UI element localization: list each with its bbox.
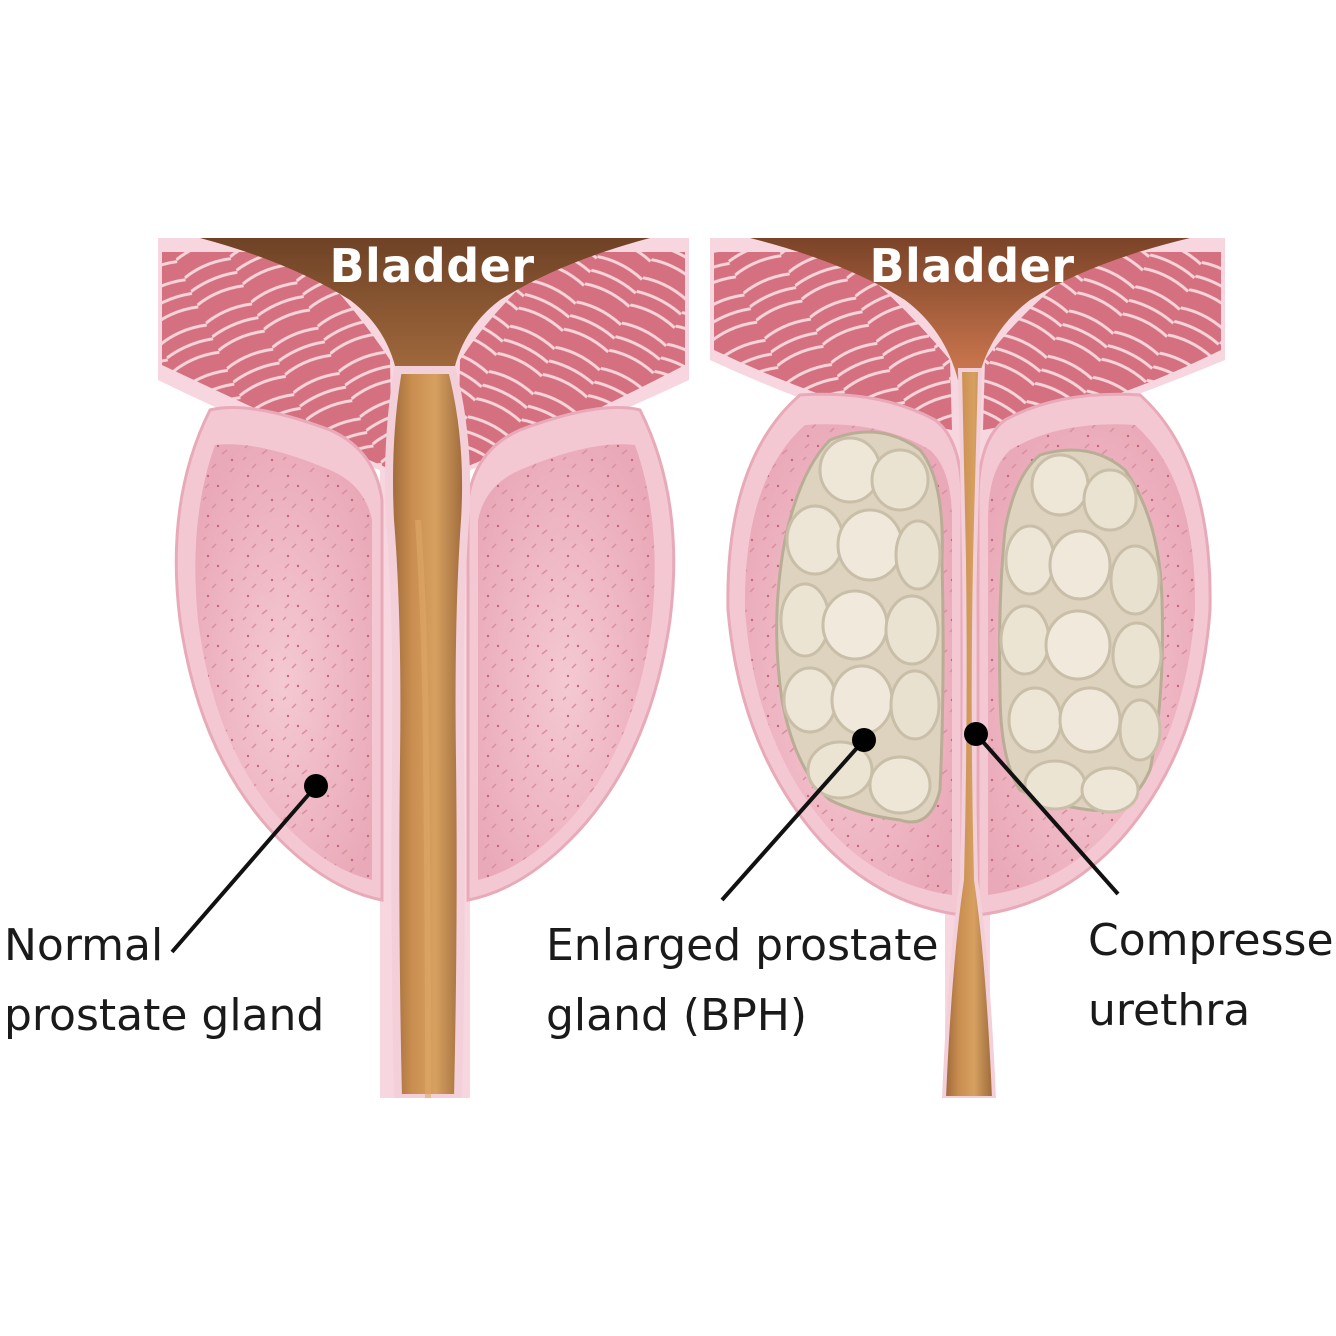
bladder-muscle-right <box>983 252 1221 430</box>
callout-enlarged-prostate: Enlarged prostate gland (BPH) <box>546 728 939 1041</box>
bladder-label-normal: Bladder <box>329 239 534 293</box>
enlarged-panel <box>710 238 1225 1098</box>
callout-normal-line1: Normal <box>4 920 163 971</box>
callout-normal-line2: prostate gland <box>4 990 324 1041</box>
callout-urethra-line2: urethra <box>1088 985 1250 1036</box>
bladder-muscle-left <box>162 252 392 470</box>
bladder-muscle-right <box>458 252 685 470</box>
callout-normal-prostate: Normal prostate gland <box>4 774 328 1041</box>
callout-enlarged-line1: Enlarged prostate <box>546 920 939 971</box>
bladder-lumen <box>750 238 1190 380</box>
callout-enlarged-line2: gland (BPH) <box>546 990 807 1041</box>
callout-urethra-line1: Compressed <box>1088 915 1336 966</box>
bladder-label-enlarged: Bladder <box>869 239 1074 293</box>
normal-panel <box>158 238 689 1098</box>
bph-nodules-right <box>998 448 1164 814</box>
bladder-lumen <box>200 238 650 380</box>
bladder-muscle-left <box>714 252 952 430</box>
callout-compressed-urethra: Compressed urethra <box>964 722 1336 1036</box>
bph-nodules-left <box>775 430 945 824</box>
